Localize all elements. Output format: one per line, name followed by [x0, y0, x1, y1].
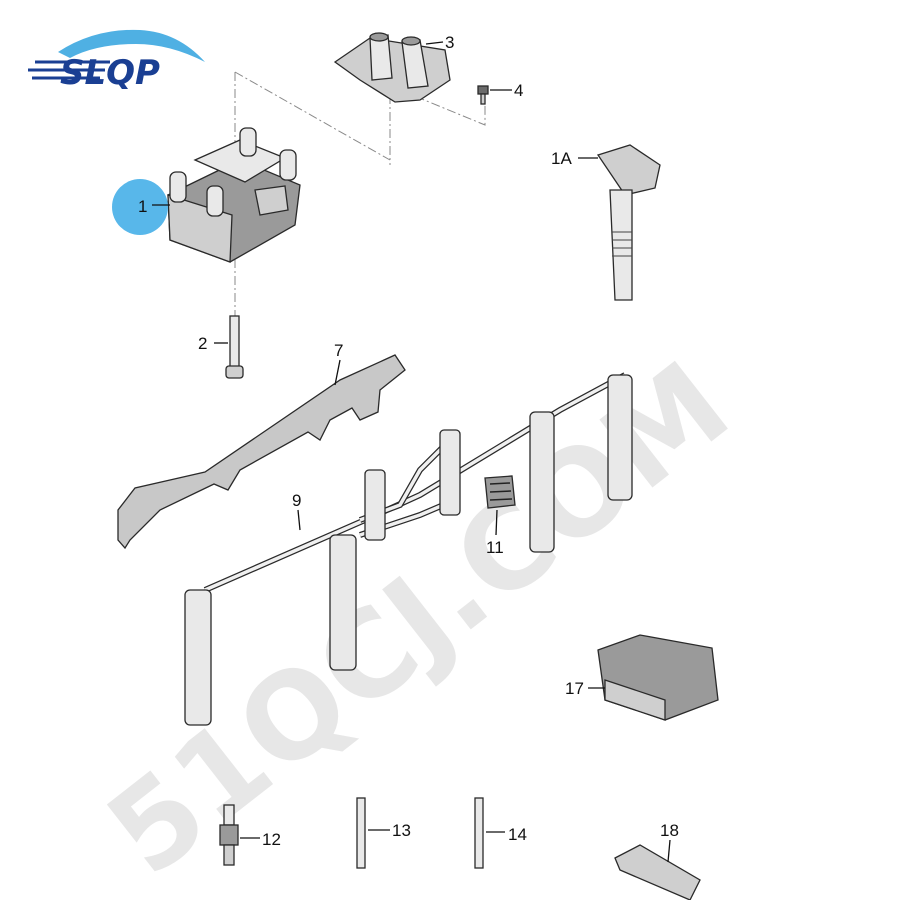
callout-11: 11 — [486, 538, 504, 557]
part-7-gasket — [117, 354, 406, 550]
callout-12: 12 — [262, 830, 281, 849]
callout-9: 9 — [292, 491, 301, 510]
callout-1a: 1A — [551, 149, 572, 168]
watermark-text: 51QCJ.COM — [82, 335, 753, 900]
part-18-tube — [614, 844, 701, 900]
part-4-screw — [477, 85, 489, 105]
callout-2: 2 — [198, 334, 207, 353]
brand-logo: SLQP — [28, 29, 205, 93]
callout-labels: 1 1A 2 3 4 7 9 11 12 13 14 17 18 — [138, 33, 679, 849]
callout-18: 18 — [660, 821, 679, 840]
highlight-marker — [112, 179, 168, 235]
callout-3: 3 — [445, 33, 454, 52]
part-2-bolt — [225, 315, 244, 379]
part-11-clip — [484, 475, 516, 509]
part-3-bracket — [333, 32, 451, 103]
callout-17: 17 — [565, 679, 584, 698]
part-1a-pencil-coil — [596, 144, 661, 301]
callout-13: 13 — [392, 821, 411, 840]
callout-7: 7 — [334, 341, 343, 360]
part-14-glow-plug — [474, 797, 484, 869]
callout-14: 14 — [508, 825, 527, 844]
assembly-guide-lines — [234, 71, 486, 340]
callout-1: 1 — [138, 197, 147, 216]
part-17-lead-holder — [597, 634, 719, 721]
part-12-spark-plug — [219, 804, 239, 866]
callout-4: 4 — [514, 81, 523, 100]
leader-lines — [152, 41, 671, 863]
part-13-glow-plug — [356, 797, 366, 869]
part-9-ignition-leads — [184, 372, 633, 726]
part-1-ignition-coil — [167, 127, 301, 263]
logo-text: SLQP — [60, 53, 160, 93]
